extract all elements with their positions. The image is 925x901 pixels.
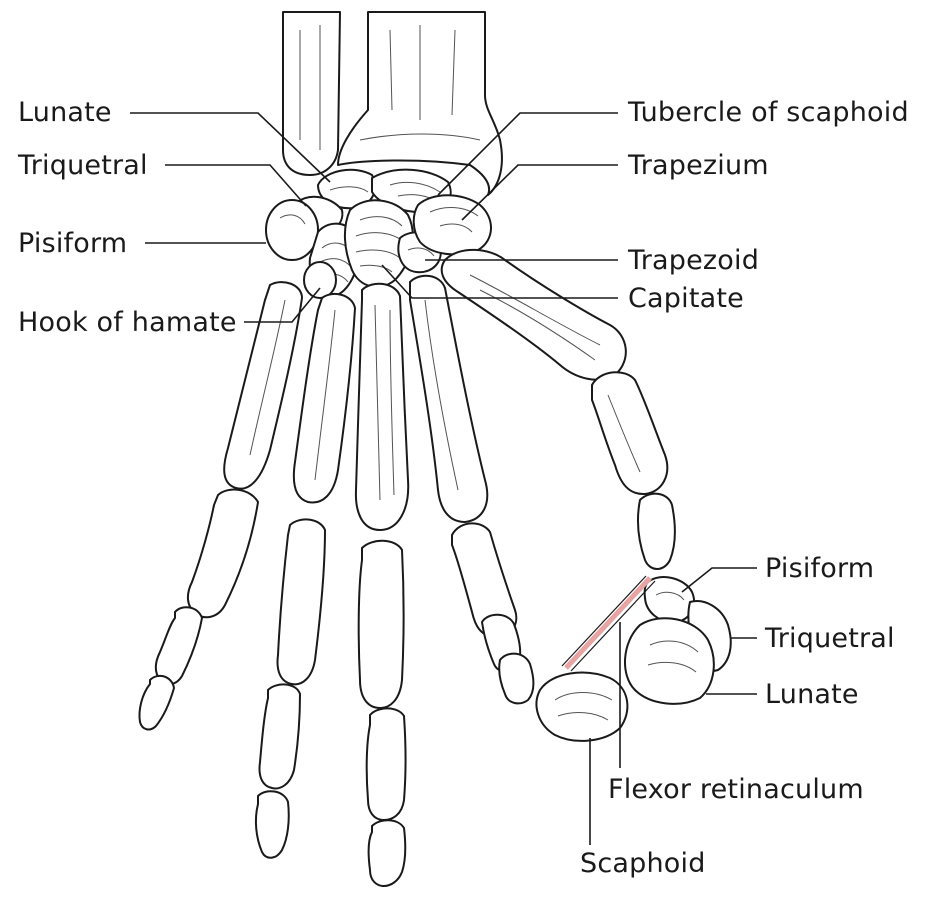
label-capitate: Capitate	[628, 283, 744, 314]
middle-middle-phalanx	[365, 707, 407, 821]
leader-trapezium	[461, 164, 618, 221]
flexor-retinaculum	[561, 575, 656, 672]
little-metacarpal	[223, 281, 303, 490]
leader-hook-of-hamate	[244, 287, 321, 323]
label-scaphoid-section: Scaphoid	[580, 848, 706, 879]
label-trapezium: Trapezium	[627, 150, 769, 181]
label-lunate-top: Lunate	[18, 97, 112, 128]
leader-lines	[130, 112, 757, 845]
ring-metacarpal	[292, 292, 356, 504]
ring-middle-phalanx	[258, 683, 301, 790]
ring-distal-phalanx	[254, 790, 290, 859]
label-triquetral-section: Triquetral	[764, 623, 895, 654]
leader-lunate-top	[130, 112, 331, 183]
radius	[337, 11, 503, 196]
ring-proximal-phalanx	[276, 518, 326, 686]
middle-metacarpal	[354, 282, 410, 531]
leader-capitate	[381, 264, 618, 299]
section-lunate	[623, 617, 715, 705]
label-hook-of-hamate: Hook of hamate	[18, 307, 237, 338]
section-scaphoid	[535, 671, 629, 742]
middle-proximal-phalanx	[357, 539, 405, 709]
little-proximal-phalanx	[186, 488, 259, 619]
little-middle-phalanx	[154, 606, 203, 686]
label-lunate-section: Lunate	[765, 679, 859, 710]
labels: Lunate Triquetral Pisiform Hook of hamat…	[17, 97, 909, 879]
thumb-metacarpal	[440, 248, 627, 381]
thumb-distal-phalanx	[636, 492, 676, 570]
carpal-hook-of-hamate	[303, 261, 337, 299]
label-pisiform-section: Pisiform	[765, 553, 874, 584]
thumb-proximal-phalanx	[591, 371, 669, 496]
index-distal-phalanx	[498, 652, 535, 705]
label-flexor-retinaculum: Flexor retinaculum	[608, 774, 864, 805]
label-triquetral-top: Triquetral	[17, 150, 148, 181]
leader-triquetral-top	[165, 164, 307, 207]
leader-pisiform-section	[681, 567, 757, 593]
label-trapezoid: Trapezoid	[627, 245, 759, 276]
leader-tubercle-of-scaphoid	[437, 112, 618, 196]
index-metacarpal	[409, 274, 489, 523]
label-pisiform-top: Pisiform	[18, 228, 127, 259]
middle-distal-phalanx	[367, 819, 407, 887]
label-tubercle-of-scaphoid: Tubercle of scaphoid	[627, 97, 909, 128]
ulna	[282, 11, 341, 176]
little-distal-phalanx	[138, 674, 175, 731]
carpal-trapezium	[412, 194, 492, 256]
carpal-pisiform	[265, 199, 319, 261]
